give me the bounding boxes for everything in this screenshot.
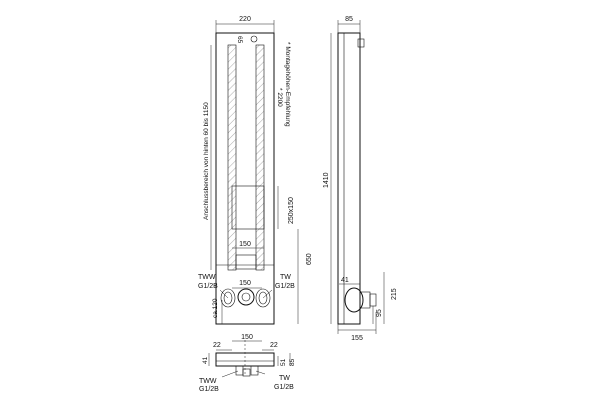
dim-side-155: 155 [351,335,363,342]
plan-dim-150: 150 [241,334,253,341]
dim-side-85: 85 [345,16,353,23]
right-rail [255,44,265,271]
plan-label-tw-thread: G1/2B [274,384,294,391]
plan-label-tw: TW [279,375,290,382]
plan-dim-51: 51 [280,358,287,366]
dim-ca120: ca.120 [212,298,219,318]
side-frame [337,32,361,325]
label-tww-thread: G1/2B [198,283,218,290]
plan-view: 150 22 22 41 51 85 TWW G1/2B TW G1/2B [199,334,296,393]
lower-mount-plate [235,254,257,270]
front-frame [215,32,275,325]
dim-height-note: * 2200 [276,88,283,107]
plan-dim-22-left: 22 [213,342,221,349]
label-tww: TWW [198,274,216,281]
plan-label-tww-thread: G1/2B [199,386,219,393]
dim-150-upper: 150 [239,241,251,248]
side-top-knob [357,38,365,48]
valve-center [237,288,255,306]
dim-side-41: 41 [341,277,349,284]
plan-label-tww: TWW [199,378,217,385]
side-view: 85 1410 41 215 95 155 [323,16,398,342]
dim-side-215: 215 [391,288,398,300]
front-view: 220 65 Anschlussbereich von hinten 60 bi… [198,16,313,325]
left-rail [227,44,237,271]
plan-dim-22-right: 22 [270,342,278,349]
valve-tww [220,288,236,308]
label-tw: TW [280,274,291,281]
dim-box-250x150: 250x150 [288,197,295,224]
dim-150-lower: 150 [239,280,251,287]
plan-valves [235,365,259,377]
dim-offset-65: 65 [236,36,243,44]
plan-dim-85: 85 [289,358,296,366]
plan-dim-41: 41 [202,356,209,364]
dim-side-1410: 1410 [323,172,330,188]
dim-650: 650 [306,253,313,265]
valve-tw [255,288,271,308]
connection-box [231,185,265,230]
dim-width-220: 220 [239,16,251,23]
label-tw-thread: G1/2B [275,283,295,290]
dim-mount-note: * Montagehöhen-Empfehlung [284,42,291,127]
dim-side-95: 95 [376,309,383,317]
top-mount-circle [250,35,258,43]
dim-connection-range: Anschlussbereich von hinten 60 bis 1150 [203,102,210,220]
